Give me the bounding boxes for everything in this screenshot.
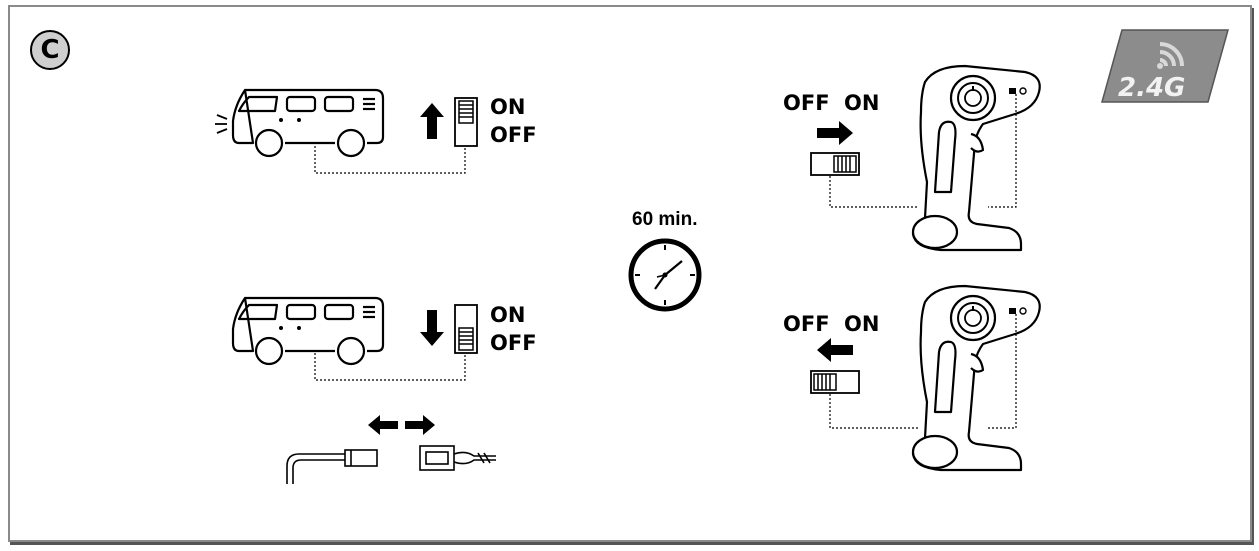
logo-text: 2.4G <box>1118 73 1185 103</box>
battery-plug-icon <box>286 449 378 484</box>
vehicle-connector-icon <box>419 445 496 471</box>
connector-line <box>314 353 466 381</box>
arrow-right-icon <box>405 415 435 435</box>
vehicle-off-label: OFF <box>490 331 537 355</box>
vehicle-power-switch-on <box>454 97 478 147</box>
transmitter-icon <box>911 284 1041 472</box>
transmitter-icon <box>911 64 1041 252</box>
connector-line <box>829 314 1017 429</box>
vehicle-off-label: OFF <box>490 123 537 147</box>
transmitter-power-switch-off <box>810 370 860 394</box>
arrow-left-icon <box>817 338 853 362</box>
arrow-right-icon <box>817 121 853 145</box>
clock-icon <box>628 238 702 312</box>
transmitter-on-label: ON <box>844 312 880 336</box>
wireless-2-4g-logo: 2.4G <box>1101 29 1229 103</box>
connector-line <box>314 146 466 174</box>
transmitter-off-label: OFF <box>783 91 830 115</box>
arrow-up-icon <box>420 103 444 139</box>
vehicle-on-label: ON <box>490 95 526 119</box>
charge-time-label: 60 min. <box>632 209 698 230</box>
vehicle-van-icon <box>215 88 385 158</box>
transmitter-off-label: OFF <box>783 312 830 336</box>
vehicle-on-label: ON <box>490 303 526 327</box>
arrow-left-icon <box>368 415 398 435</box>
transmitter-power-switch-on <box>810 152 860 176</box>
transmitter-on-label: ON <box>844 91 880 115</box>
step-badge: C <box>30 30 70 70</box>
vehicle-power-switch-off <box>454 304 478 354</box>
connector-line <box>829 94 1017 208</box>
vehicle-van-icon <box>231 296 385 366</box>
arrow-down-icon <box>420 310 444 346</box>
